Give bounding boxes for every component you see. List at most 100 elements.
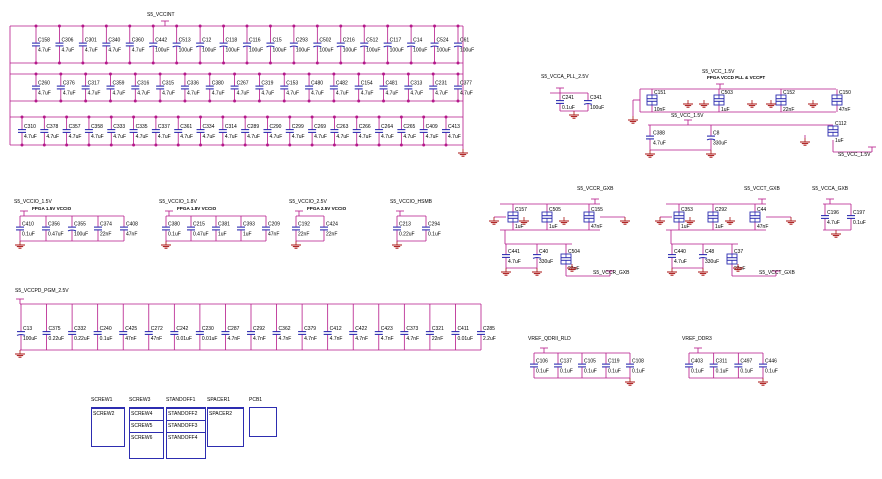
- cap-ref: C441: [508, 249, 520, 255]
- cap-ref: C316: [137, 81, 149, 87]
- cap-value: 4.7uF: [162, 91, 175, 97]
- cap-value: 100uF: [249, 48, 263, 54]
- cap-ref: C411: [457, 326, 469, 332]
- cap-value: 0.1uF: [853, 220, 866, 226]
- capacitor-c157: C157 1uF: [507, 207, 527, 230]
- net-label-vccio_hsmb: S5_VCCIO_HSMB: [390, 199, 433, 205]
- cap-value: 4.7nF: [227, 336, 240, 342]
- cap-value: 100uF: [319, 48, 333, 54]
- cap-ref: C37: [734, 249, 743, 255]
- cap-value: 22nF: [568, 266, 579, 272]
- cap-value: 100uF: [413, 48, 427, 54]
- cap-value: 100uF: [437, 48, 451, 54]
- net-label-vccpd-pgm: S5_VCCPD_PGM_2.5V: [15, 288, 69, 294]
- cap-ref: C118: [226, 38, 238, 44]
- cap-ref: C116: [249, 38, 261, 44]
- cap-ref: C413: [448, 124, 460, 130]
- capacitor-c393: C393 1uF: [237, 216, 255, 241]
- cap-ref: C512: [366, 38, 378, 44]
- cap-value: 4.7uF: [180, 134, 193, 140]
- cap-value: 4.7uF: [203, 134, 216, 140]
- cap-value: 4.7uF: [88, 91, 101, 97]
- net-label-vccio_2v5: S5_VCCIO_2.5V: [289, 199, 327, 205]
- ground-symbol: [808, 100, 818, 108]
- cap-ref: C393: [243, 222, 255, 228]
- cap-ref: C14: [413, 38, 422, 44]
- title-fpga_2v5: FPGA 2.5V VCCIO: [307, 206, 347, 211]
- title-fpga-vccd-pll: FPGA VCCD PLL & VCCPT: [707, 75, 765, 80]
- cap-ref: C192: [298, 222, 310, 228]
- cap-value: 4.7uF: [137, 91, 150, 97]
- cap-ref: C294: [428, 222, 440, 228]
- cap-ref: C380: [168, 222, 180, 228]
- cap-value: 0.1uF: [100, 336, 113, 342]
- cap-ref: C105: [584, 359, 596, 365]
- cap-value: 4.7uF: [136, 134, 149, 140]
- cap-value: 4.7uF: [381, 134, 394, 140]
- cap-value: 4.7uF: [460, 91, 473, 97]
- cap-ref: C503: [721, 90, 733, 96]
- ground-symbol: [733, 264, 743, 272]
- cap-ref: C376: [63, 81, 75, 87]
- cap-ref: C336: [187, 81, 199, 87]
- cap-value: 1uF: [243, 232, 252, 238]
- ground-symbol: [831, 230, 841, 238]
- cap-value: 0.1uF: [560, 369, 573, 375]
- cap-ref: C373: [406, 326, 418, 332]
- cap-ref: C481: [386, 81, 398, 87]
- cap-value: 100uF: [460, 48, 474, 54]
- cap-ref: C61: [460, 38, 469, 44]
- cap-value: 47nF: [591, 224, 602, 230]
- cap-ref: C157: [515, 207, 527, 213]
- cap-ref: C197: [853, 210, 865, 216]
- cap-ref: C112: [835, 121, 847, 127]
- cap-ref: C313: [410, 81, 422, 87]
- cap-ref: C334: [203, 124, 215, 130]
- part-screw3: SCREW3: [129, 397, 151, 403]
- cap-value: 22nF: [100, 232, 111, 238]
- cap-ref: C213: [399, 222, 411, 228]
- cap-ref: C388: [653, 131, 665, 137]
- cap-value: 0.1uF: [691, 369, 704, 375]
- cap-ref: C152: [783, 90, 795, 96]
- cap-value: 4.7uF: [38, 48, 51, 54]
- cap-value: 1uF: [515, 224, 524, 230]
- ground-symbol: [706, 150, 716, 158]
- cap-value: 4.7uF: [286, 91, 299, 97]
- cap-value: 4.7uF: [361, 91, 374, 97]
- cap-value: 0.1uF: [765, 369, 778, 375]
- cap-ref: C361: [180, 124, 192, 130]
- cap-value: 22nF: [432, 336, 443, 342]
